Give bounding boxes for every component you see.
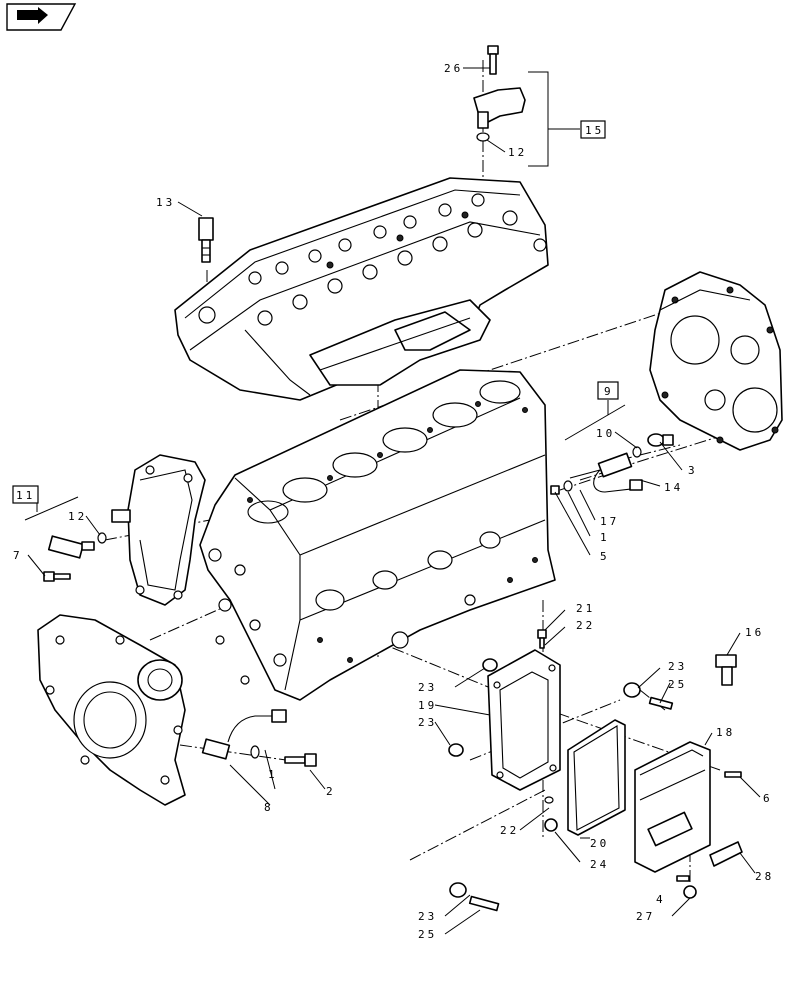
callout-13: 13 bbox=[156, 196, 175, 209]
callout-20: 20 bbox=[590, 837, 609, 850]
callout-leaders bbox=[24, 67, 761, 935]
svg-text:9: 9 bbox=[604, 385, 614, 398]
part-3-plug bbox=[647, 433, 674, 447]
nav-arrow-button[interactable] bbox=[6, 3, 77, 31]
callout-12-top: 12 bbox=[508, 146, 527, 159]
callout-23-right: 23 bbox=[668, 660, 687, 673]
part-11-sensor bbox=[47, 535, 95, 559]
callout-17: 17 bbox=[600, 515, 619, 528]
svg-text:15: 15 bbox=[585, 124, 604, 137]
callout-box-15: 15 bbox=[580, 120, 606, 139]
part-19-bracket bbox=[487, 649, 561, 791]
arrow-right-icon bbox=[17, 7, 48, 24]
callout-22-top: 22 bbox=[576, 619, 595, 632]
part-5-bolt bbox=[550, 485, 560, 495]
engine-block bbox=[199, 369, 556, 701]
callout-7: 7 bbox=[13, 549, 23, 562]
part-2-bolt bbox=[284, 753, 317, 767]
gear-housing bbox=[649, 271, 783, 451]
part-1-washer-bottom bbox=[250, 745, 260, 759]
callout-18: 18 bbox=[716, 726, 735, 739]
part-10-oring bbox=[632, 446, 642, 458]
part-13-sensor bbox=[198, 217, 214, 263]
cylinder-head bbox=[174, 177, 549, 401]
part-20-gasket bbox=[567, 719, 626, 836]
callout-16: 16 bbox=[745, 626, 764, 639]
part-1-washer-right bbox=[563, 480, 573, 492]
callout-22-bottom: 22 bbox=[500, 824, 519, 837]
part-28-cover bbox=[709, 841, 743, 867]
callout-14: 14 bbox=[664, 481, 683, 494]
oil-cooler-cover bbox=[127, 454, 206, 606]
part-7-bolt bbox=[43, 571, 71, 582]
callout-23-left-a: 23 bbox=[418, 681, 437, 694]
callout-23-left-b: 23 bbox=[418, 716, 437, 729]
part-26-bolt bbox=[487, 45, 499, 75]
callout-27: 27 bbox=[636, 910, 655, 923]
part-14-sensor-harness bbox=[569, 452, 643, 493]
callout-21: 21 bbox=[576, 602, 595, 615]
callout-labels: 26 12 13 10 3 14 17 1 5 12 7 21 22 16 23… bbox=[13, 62, 774, 941]
callout-3: 3 bbox=[688, 464, 698, 477]
svg-text:11: 11 bbox=[16, 489, 35, 502]
callout-19: 19 bbox=[418, 699, 437, 712]
part-16-connector bbox=[715, 654, 737, 686]
callout-5: 5 bbox=[600, 550, 610, 563]
part-18-ecu bbox=[634, 741, 711, 873]
callout-28: 28 bbox=[755, 870, 774, 883]
callout-10: 10 bbox=[596, 427, 615, 440]
callout-1-bottom: 1 bbox=[268, 768, 278, 781]
callout-23-bottom: 23 bbox=[418, 910, 437, 923]
callout-8: 8 bbox=[264, 801, 274, 814]
callout-25-right: 25 bbox=[668, 678, 687, 691]
callout-1-right: 1 bbox=[600, 531, 610, 544]
part-12-washer-top bbox=[476, 132, 490, 142]
part-12-washer-left bbox=[97, 532, 107, 544]
callout-25-bottom: 25 bbox=[418, 928, 437, 941]
callout-box-9: 9 bbox=[597, 381, 619, 400]
callout-box-11: 11 bbox=[12, 485, 39, 504]
callout-26: 26 bbox=[444, 62, 463, 75]
callout-4: 4 bbox=[656, 893, 666, 906]
callout-6: 6 bbox=[763, 792, 773, 805]
part-sensor-left-small bbox=[111, 509, 131, 523]
part-15-sensor bbox=[473, 87, 526, 129]
fasteners bbox=[448, 629, 742, 912]
part-8-sensor bbox=[201, 709, 287, 760]
callout-2: 2 bbox=[326, 785, 336, 798]
front-cover bbox=[37, 614, 186, 806]
callout-24: 24 bbox=[590, 858, 609, 871]
callout-12-left: 12 bbox=[68, 510, 87, 523]
